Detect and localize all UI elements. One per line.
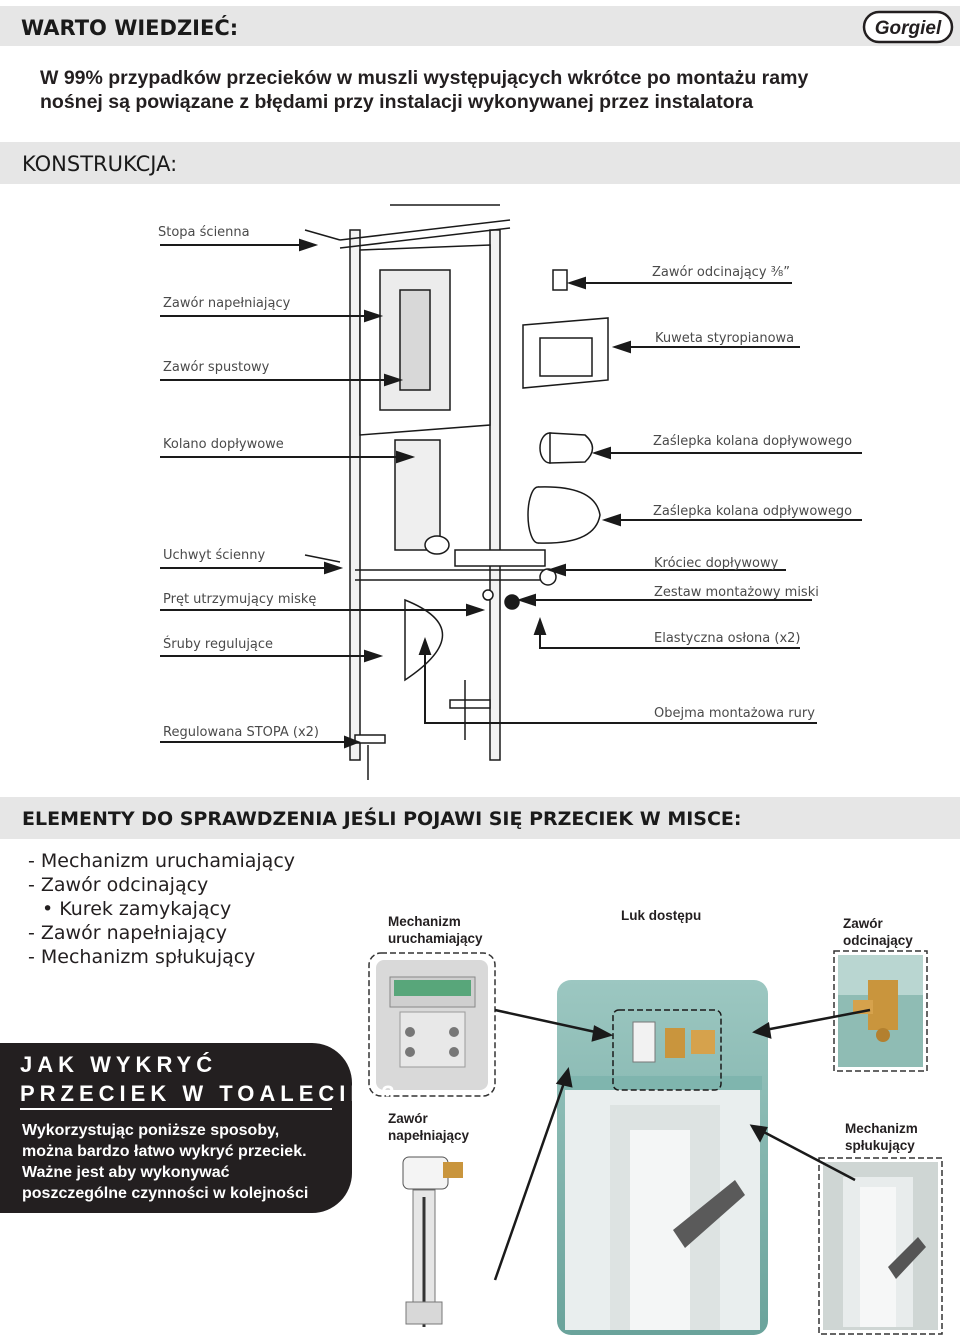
label-zawor-spustowy: Zawór spustowy — [163, 360, 270, 375]
intro-text: W 99% przypadków przecieków w muszli wys… — [40, 66, 920, 114]
detect-divider — [20, 1108, 332, 1110]
check-item-2: - Zawór odcinający — [28, 874, 209, 896]
detect-body: Wykorzystując poniższe sposoby, można ba… — [22, 1120, 308, 1204]
label-uchwyt-scienny: Uchwyt ścienny — [163, 548, 266, 563]
header-bar — [0, 6, 960, 46]
check-item-3: • Kurek zamykający — [42, 898, 232, 920]
detect-body-line-3: Ważne jest aby wykonywać — [22, 1164, 230, 1181]
label-krociec: Króciec dopływowy — [654, 556, 779, 571]
label-stopa-scienna: Stopa ścienna — [158, 225, 250, 240]
label-obejma: Obejma montażowa rury — [654, 706, 815, 721]
label-zawor-napelniajacy: Zawór napełniający — [163, 296, 291, 311]
detect-title-line-1: JAK WYKRYĆ — [20, 1052, 218, 1077]
intro-line-1: W 99% przypadków przecieków w muszli wys… — [40, 67, 809, 89]
check-item-5: - Mechanizm spłukujący — [28, 946, 256, 968]
photo-zawor-odcinajacy — [833, 950, 928, 1072]
construction-title: KONSTRUKCJA: — [22, 152, 178, 176]
gorgiel-logo: Gorgiel — [862, 10, 954, 44]
frame-diagram — [160, 204, 862, 780]
intro-line-2: nośnej są powiązane z błędami przy insta… — [40, 91, 754, 113]
detect-body-line-2: można bardzo łatwo wykryć przeciek. — [22, 1143, 307, 1160]
detect-body-line-4: poszczególne czynności w kolejności — [22, 1185, 309, 1202]
photo-mechanizm-splukujacy — [818, 1157, 943, 1335]
detect-body-line-1: Wykorzystując poniższe sposoby, — [22, 1122, 280, 1139]
caption-luk-dostepu: Luk dostępu — [621, 908, 702, 923]
construction-bar — [0, 142, 960, 184]
check-bar — [0, 797, 960, 839]
header-title: WARTO WIEDZIEĆ: — [21, 16, 239, 40]
check-item-1: - Mechanizm uruchamiający — [28, 850, 296, 872]
check-title: ELEMENTY DO SPRAWDZENIA JEŚLI POJAWI SIĘ… — [22, 808, 742, 830]
photo-zawor-napelniajacy — [388, 1152, 473, 1332]
photo-mechanizm-uruchamiajacy — [368, 952, 496, 1097]
detect-badge — [0, 1043, 352, 1213]
label-zawor-odcinajacy: Zawór odcinający ⅜” — [652, 265, 790, 280]
label-zaslepka-odp: Zaślepka kolana odpływowego — [653, 504, 853, 519]
photo-cistern — [557, 980, 768, 1335]
check-item-4: - Zawór napełniający — [28, 922, 227, 944]
label-oslona: Elastyczna osłona (x2) — [654, 631, 801, 646]
label-kolano-doplywowe: Kolano dopływowe — [163, 437, 284, 452]
label-pret: Pręt utrzymujący miskę — [163, 592, 317, 607]
detect-title-line-2: PRZECIEK W TOALECIE ? — [20, 1081, 400, 1106]
label-zaslepka-dop: Zaślepka kolana dopływowego — [653, 434, 853, 449]
label-kuweta: Kuweta styropianowa — [655, 331, 795, 346]
label-zestaw: Zestaw montażowy miski — [654, 585, 819, 600]
svg-text:Gorgiel: Gorgiel — [875, 18, 942, 39]
label-stopa-reg: Regulowana STOPA (x2) — [163, 725, 320, 740]
label-sruby: Śruby regulujące — [163, 637, 274, 652]
